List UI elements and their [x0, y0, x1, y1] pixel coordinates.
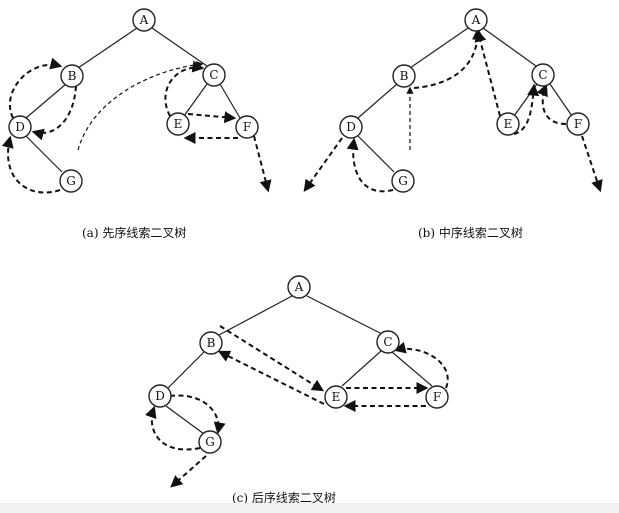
edge-a-c — [306, 295, 383, 335]
edge-a-c — [482, 27, 537, 67]
node-f: F — [235, 115, 259, 139]
edge-d-g — [25, 135, 63, 173]
node-g: G — [59, 169, 83, 193]
svg-text:B: B — [207, 336, 216, 350]
diagram-preorder: A B C D E F G (a) 先序线索二叉树 — [1, 8, 272, 240]
thread-g-to-d — [1, 135, 61, 194]
svg-text:A: A — [139, 13, 149, 27]
thread-f-to-null — [581, 135, 603, 193]
svg-text:F: F — [433, 390, 441, 404]
thread-e-to-c — [513, 83, 540, 135]
edge-c-e — [341, 350, 382, 387]
edge-a-b — [77, 27, 138, 69]
node-d: D — [8, 115, 32, 139]
diagram-postorder: A B C D E F G (c) 后序线索二叉树 — [145, 275, 449, 505]
edge-c-f — [391, 351, 433, 387]
thread-e-to-b — [217, 350, 325, 405]
svg-text:G: G — [398, 174, 408, 188]
svg-text:C: C — [209, 68, 218, 82]
node-a: A — [132, 8, 156, 32]
svg-text:G: G — [66, 174, 76, 188]
thread-d-to-b — [8, 57, 63, 119]
caption-preorder: (a) 先序线索二叉树 — [82, 225, 186, 240]
edge-b-d — [167, 350, 206, 389]
diagram-inorder: A B C D E F G (b) 中序线索二叉树 — [303, 8, 603, 240]
thread-e-to-a — [474, 29, 501, 117]
node-e: E — [166, 112, 190, 136]
thread-f-to-null — [253, 135, 272, 193]
thread-e-to-f — [187, 111, 237, 124]
node-c: C — [202, 63, 226, 87]
svg-text:A: A — [471, 13, 481, 27]
svg-text:D: D — [155, 389, 165, 403]
thread-d-to-g — [169, 394, 226, 435]
node-a: A — [287, 275, 311, 299]
caption-inorder: (b) 中序线索二叉树 — [418, 225, 523, 240]
svg-text:C: C — [383, 335, 392, 349]
node-c: C — [531, 63, 555, 87]
svg-text:B: B — [400, 69, 409, 83]
svg-text:G: G — [205, 435, 215, 449]
node-d: D — [148, 384, 172, 408]
edge-c-e — [183, 83, 208, 117]
edge-a-b — [409, 27, 469, 69]
svg-text:B: B — [68, 69, 77, 83]
bottom-strip — [0, 503, 619, 513]
node-d: D — [339, 115, 363, 139]
edge-b-d — [25, 83, 67, 119]
node-e: E — [496, 112, 520, 136]
node-e: E — [324, 385, 348, 409]
edge-d-g — [165, 405, 205, 435]
svg-text:E: E — [174, 117, 183, 131]
thread-g-to-d — [145, 405, 201, 451]
node-c: C — [376, 330, 400, 354]
thread-f-to-c — [393, 341, 449, 389]
edge-c-f — [219, 83, 241, 119]
node-g: G — [391, 169, 415, 193]
node-a: A — [464, 8, 488, 32]
node-b: B — [199, 331, 223, 355]
thread-f-to-c — [536, 83, 567, 125]
node-b: B — [392, 64, 416, 88]
svg-text:C: C — [538, 68, 547, 82]
thread-d-to-null — [303, 137, 343, 192]
node-b: B — [60, 64, 84, 88]
edge-b-d — [357, 83, 398, 119]
thread-g-to-d — [346, 137, 394, 193]
thread-b-to-d — [31, 85, 77, 141]
edge-d-g — [357, 135, 395, 173]
thread-b-to-e — [219, 325, 325, 392]
edge-c-f — [549, 83, 573, 117]
svg-text:F: F — [243, 120, 251, 134]
node-g: G — [198, 430, 222, 454]
edge-a-c — [151, 27, 208, 67]
svg-text:E: E — [332, 390, 341, 404]
thread-d-to-null — [170, 455, 207, 488]
node-f: F — [425, 385, 449, 409]
thread-g-to-c — [77, 61, 204, 151]
svg-text:D: D — [346, 120, 356, 134]
svg-text:D: D — [15, 120, 25, 134]
node-f: F — [566, 112, 590, 136]
svg-text:F: F — [574, 117, 582, 131]
edge-a-b — [218, 295, 293, 336]
caption-postorder: (c) 后序线索二叉树 — [232, 490, 336, 505]
thread-e-to-c — [164, 60, 205, 117]
svg-text:A: A — [294, 280, 304, 294]
svg-text:E: E — [504, 117, 513, 131]
